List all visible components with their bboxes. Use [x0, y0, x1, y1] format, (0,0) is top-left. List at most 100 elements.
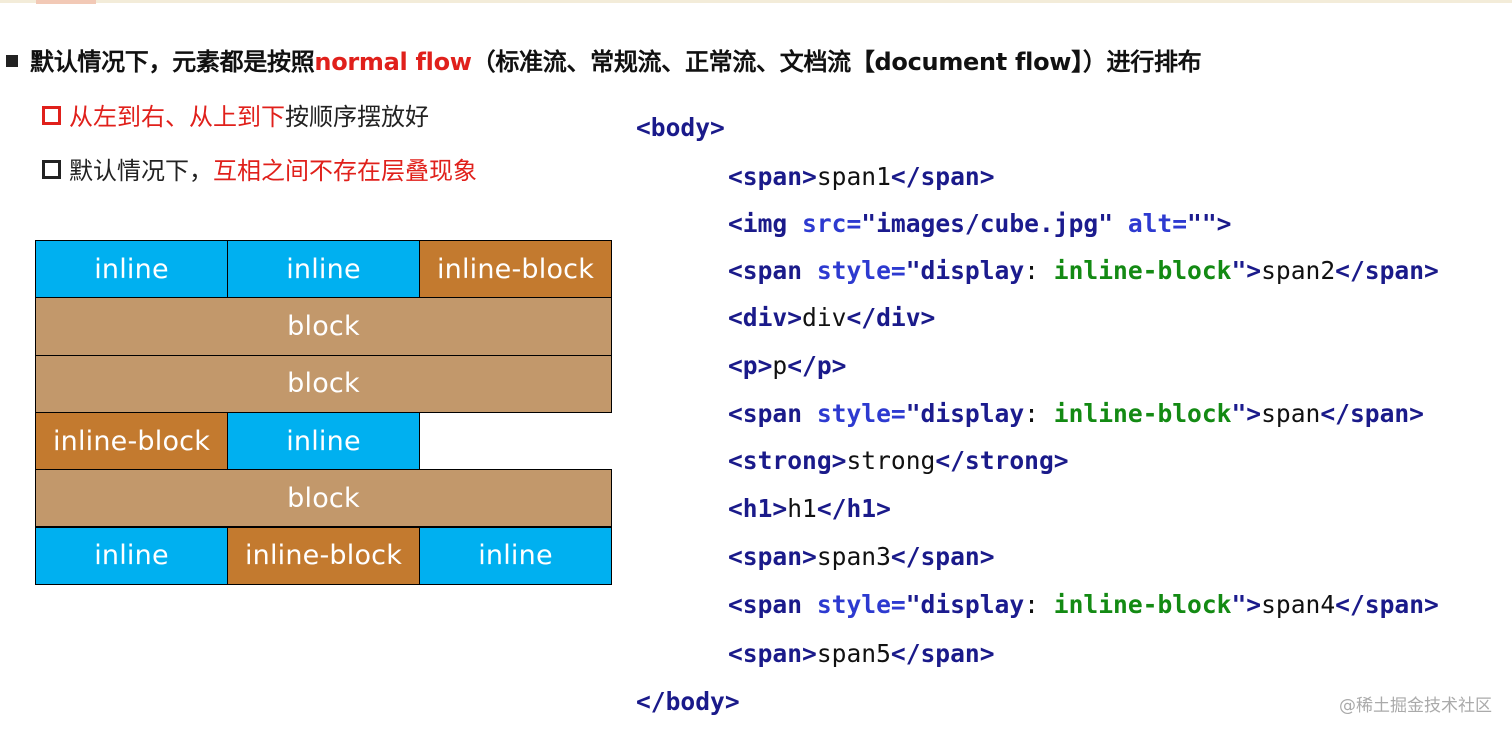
code-line: <h1>h1</h1> [728, 491, 891, 527]
code-token: " [1231, 399, 1247, 428]
bullet-order: 从左到右、从上到下按顺序摆放好 [42, 97, 429, 132]
code-token: </strong> [935, 446, 1069, 475]
code-line: <strong>strong</strong> [728, 443, 1069, 479]
code-token: "images/cube.jpg" [861, 209, 1113, 238]
code-token: span1 [816, 162, 891, 191]
code-token: <body> [636, 113, 725, 142]
code-token: span4 [1261, 590, 1336, 619]
code-line: <span>span1</span> [728, 159, 995, 195]
code-token: " [1231, 256, 1247, 285]
code-line: </body> [636, 684, 740, 720]
code-token: > [1246, 399, 1262, 428]
heading-part2: （标准流、常规流、正常流、文档流【document flow】）进行排布 [471, 48, 1202, 76]
code-token: </body> [636, 687, 740, 716]
bullet-no-overlap-highlight: 互相之间不存在层叠现象 [213, 157, 477, 185]
code-token: src= [802, 209, 862, 238]
code-token: </span> [890, 542, 995, 571]
top-rule [0, 0, 1512, 3]
code-token: </span> [890, 162, 995, 191]
code-token: <h1> [728, 494, 788, 523]
code-line: <img src="images/cube.jpg" alt=""> [728, 206, 1231, 242]
code-token: <img [728, 209, 788, 238]
code-token: </h1> [816, 494, 891, 523]
code-token: </span> [890, 639, 995, 668]
code-token: style= [816, 590, 906, 619]
code-token: "display [905, 590, 1025, 619]
code-token [787, 209, 802, 238]
code-token: "" [1187, 209, 1217, 238]
code-token: <p> [728, 351, 773, 380]
flow-box-block: block [35, 354, 612, 413]
heading-part1: 默认情况下，元素都是按照 [30, 48, 315, 76]
code-token: : [1024, 590, 1054, 619]
code-token: > [1216, 209, 1232, 238]
code-token [802, 399, 817, 428]
top-accent-mark [36, 0, 96, 4]
square-bullet-icon [6, 55, 18, 67]
code-token: inline-block [1053, 399, 1232, 428]
code-token: " [1231, 590, 1247, 619]
code-token [802, 256, 817, 285]
code-token [1113, 209, 1128, 238]
code-line: <span style="display: inline-block">span… [728, 253, 1439, 289]
code-token: <div> [728, 303, 803, 332]
code-token: span [1261, 399, 1321, 428]
code-token: > [1246, 590, 1262, 619]
code-line: <div>div</div> [728, 300, 935, 336]
code-token: span5 [816, 639, 891, 668]
code-token: div [802, 303, 847, 332]
code-token [802, 590, 817, 619]
code-token: span2 [1261, 256, 1336, 285]
code-token: p [772, 351, 788, 380]
hollow-square-bullet-icon [42, 106, 61, 125]
code-token: alt= [1127, 209, 1188, 238]
code-line: <p>p</p> [728, 348, 846, 384]
code-token: "display [905, 256, 1025, 285]
code-token: inline-block [1053, 590, 1232, 619]
hollow-square-bullet-icon [42, 160, 61, 179]
code-token: style= [816, 399, 906, 428]
code-token: span3 [816, 542, 891, 571]
code-line: <span>span3</span> [728, 539, 995, 575]
code-token: </p> [787, 351, 847, 380]
code-token: inline-block [1053, 256, 1232, 285]
flow-box-inline: inline [227, 411, 420, 471]
bullet-no-overlap: 默认情况下，互相之间不存在层叠现象 [42, 151, 477, 186]
flow-box-inline: inline [227, 240, 420, 299]
code-token: <span [728, 256, 803, 285]
code-token: > [1246, 256, 1262, 285]
code-line: <span style="display: inline-block">span… [728, 587, 1439, 623]
flow-box-inline: inline [35, 526, 228, 585]
code-token: <span> [728, 162, 817, 191]
code-line: <span style="display: inline-block">span… [728, 396, 1424, 432]
code-token: <span> [728, 542, 817, 571]
flow-box-block: block [35, 297, 612, 356]
code-token: <strong> [728, 446, 847, 475]
code-token: : [1024, 256, 1054, 285]
flow-box-inline-block: inline-block [419, 240, 612, 299]
code-token: </span> [1335, 256, 1439, 285]
code-line: <span>span5</span> [728, 636, 995, 672]
code-token: </div> [846, 303, 936, 332]
code-token: <span [728, 399, 803, 428]
code-token: <span [728, 590, 803, 619]
slide-heading: 默认情况下，元素都是按照normal flow（标准流、常规流、正常流、文档流【… [6, 42, 1202, 77]
code-token: style= [816, 256, 906, 285]
heading-highlight: normal flow [314, 48, 472, 76]
code-token: h1 [787, 494, 817, 523]
flow-box-inline: inline [419, 526, 612, 585]
code-line: <body> [636, 110, 725, 146]
flow-box-inline-block: inline-block [227, 526, 420, 585]
code-token: </span> [1320, 399, 1424, 428]
bullet-order-text: 按顺序摆放好 [285, 103, 429, 131]
watermark: @稀土掘金技术社区 [1339, 696, 1492, 716]
code-token: : [1024, 399, 1054, 428]
bullet-no-overlap-text: 默认情况下， [69, 157, 213, 185]
code-token: strong [846, 446, 936, 475]
flow-box-inline-block: inline-block [35, 411, 228, 471]
flow-box-inline: inline [35, 240, 228, 299]
flow-box-block: block [35, 469, 612, 528]
code-token: "display [905, 399, 1025, 428]
code-token: <span> [728, 639, 817, 668]
